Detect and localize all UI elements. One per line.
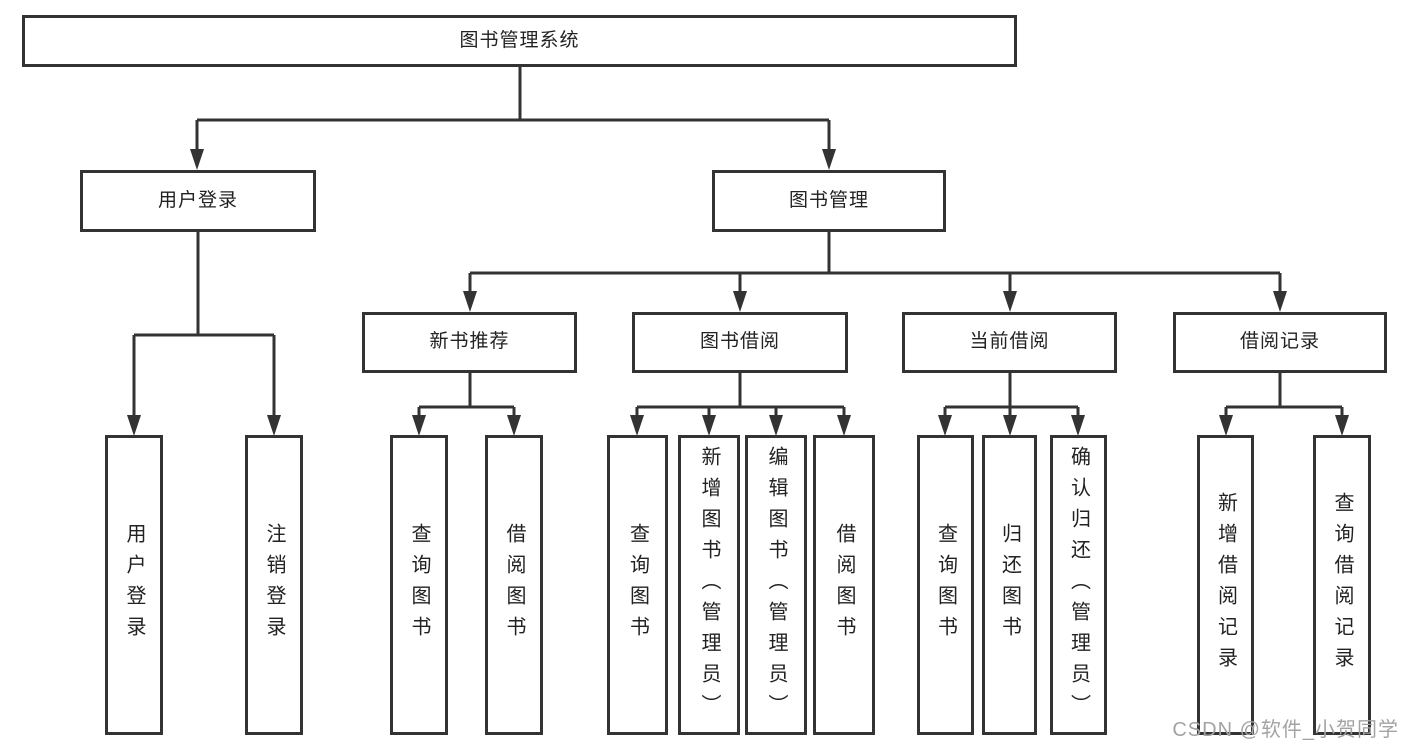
arrowhead — [507, 415, 521, 436]
node-current-borrowing: 当前借阅 — [902, 312, 1117, 373]
node-user-login-branch: 用户登录 — [80, 170, 316, 232]
leaf-return-books: 归还图书 — [982, 435, 1037, 735]
arrowhead — [267, 415, 281, 436]
arrowhead — [630, 415, 644, 436]
arrowhead — [463, 291, 477, 312]
node-book-borrowing: 图书借阅 — [632, 312, 848, 373]
arrowhead — [1003, 291, 1017, 312]
leaf-add-books-admin: 新增图书（管理员） — [678, 435, 740, 735]
node-library-management-system: 图书管理系统 — [22, 15, 1017, 67]
arrowhead — [769, 415, 783, 436]
arrowhead — [127, 415, 141, 436]
csdn-watermark: CSDN @软件_小贺同学 — [1172, 719, 1399, 741]
leaf-logout: 注销登录 — [245, 435, 303, 735]
leaf-user-login: 用户登录 — [105, 435, 163, 735]
arrowhead — [1219, 415, 1233, 436]
leaf-borrow-books-recommend: 借阅图书 — [485, 435, 543, 735]
arrowhead — [938, 415, 952, 436]
leaf-add-borrow-record: 新增借阅记录 — [1197, 435, 1254, 735]
arrowhead — [1071, 415, 1085, 436]
arrowhead — [702, 415, 716, 436]
leaf-borrow-books: 借阅图书 — [813, 435, 875, 735]
arrowhead — [1273, 291, 1287, 312]
arrowhead — [190, 149, 204, 170]
leaf-query-borrow-record: 查询借阅记录 — [1313, 435, 1371, 735]
leaf-confirm-return-admin: 确认归还（管理员） — [1050, 435, 1107, 735]
node-borrowing-records: 借阅记录 — [1173, 312, 1387, 373]
arrowhead — [412, 415, 426, 436]
leaf-edit-books-admin: 编辑图书（管理员） — [745, 435, 807, 735]
arrowhead — [837, 415, 851, 436]
leaf-query-books-current: 查询图书 — [917, 435, 974, 735]
arrowhead — [1335, 415, 1349, 436]
node-new-book-recommendation: 新书推荐 — [362, 312, 577, 373]
leaf-query-books-recommend: 查询图书 — [390, 435, 448, 735]
arrowhead — [1003, 415, 1017, 436]
leaf-query-books-borrowing: 查询图书 — [607, 435, 668, 735]
arrowhead — [822, 149, 836, 170]
node-book-management-branch: 图书管理 — [712, 170, 946, 232]
arrowhead — [733, 291, 747, 312]
